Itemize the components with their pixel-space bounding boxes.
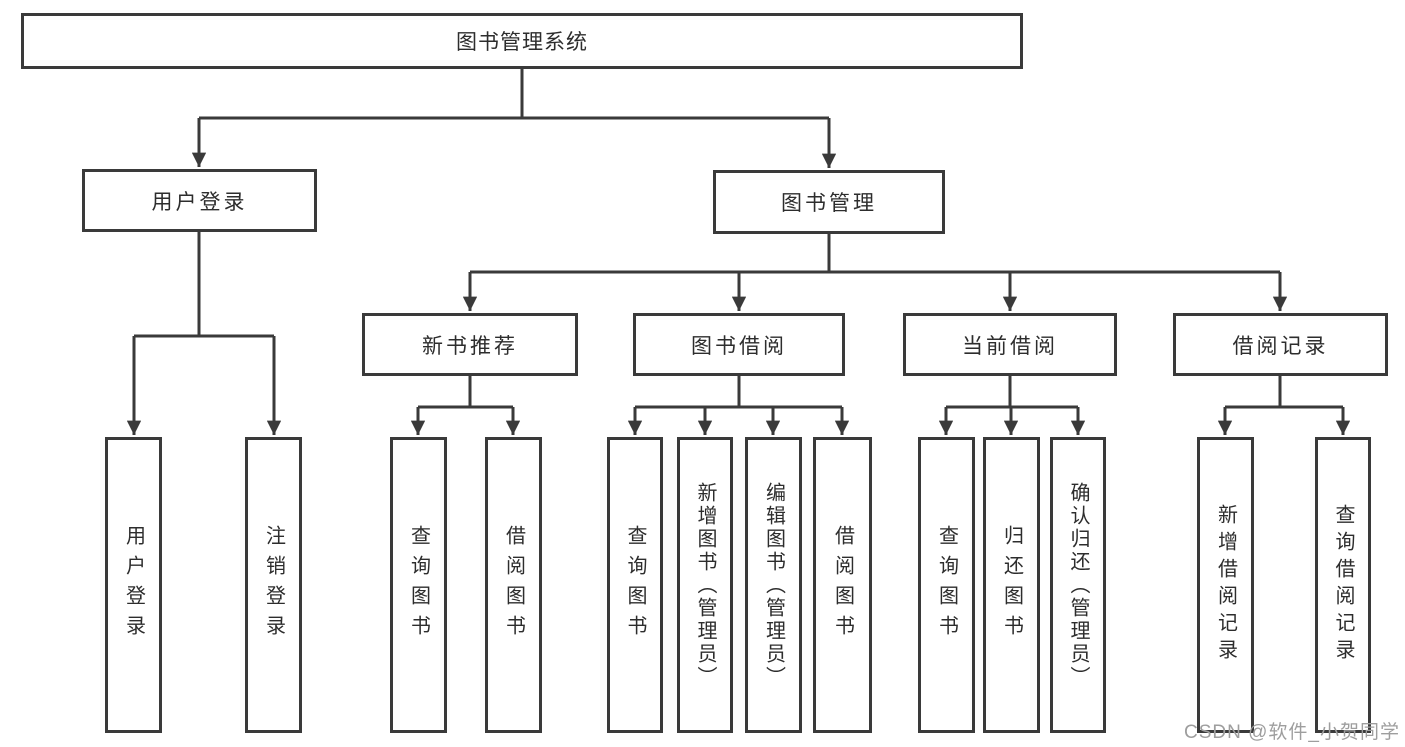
node-new-book-recommend-label: 新书推荐 <box>422 334 518 358</box>
node-borrow-records-label: 借阅记录 <box>1232 334 1329 358</box>
node-root: 图书管理系统 <box>21 13 1023 69</box>
leaf-borrow-books-label: 借阅图书 <box>831 525 854 645</box>
node-book-management: 图书管理 <box>713 170 945 234</box>
node-book-borrow-label: 图书借阅 <box>691 334 787 358</box>
node-current-borrow-label: 当前借阅 <box>962 334 1058 358</box>
leaf-return-books: 归还图书 <box>983 437 1040 733</box>
leaf-user-login-label: 用户登录 <box>122 525 145 645</box>
leaf-confirm-return-admin-label: 确认归还（管理员） <box>1067 481 1089 689</box>
leaf-borrow-books: 借阅图书 <box>813 437 872 733</box>
leaf-edit-books-admin: 编辑图书（管理员） <box>745 437 802 733</box>
leaf-add-books-admin-label: 新增图书（管理员） <box>694 481 716 689</box>
leaf-query-borrow-record-label: 查询借阅记录 <box>1332 504 1354 666</box>
leaf-add-borrow-record: 新增借阅记录 <box>1197 437 1254 733</box>
leaf-query-books-recommend-label: 查询图书 <box>407 525 430 645</box>
leaf-borrow-books-recommend-label: 借阅图书 <box>502 525 525 645</box>
leaf-query-borrow-record: 查询借阅记录 <box>1315 437 1371 733</box>
leaf-logout-label: 注销登录 <box>262 525 285 645</box>
leaf-query-books-borrow: 查询图书 <box>607 437 663 733</box>
leaf-add-books-admin: 新增图书（管理员） <box>677 437 733 733</box>
node-book-management-label: 图书管理 <box>781 192 877 215</box>
node-user-login-label: 用户登录 <box>151 190 248 214</box>
leaf-edit-books-admin-label: 编辑图书（管理员） <box>762 481 785 689</box>
node-current-borrow: 当前借阅 <box>903 313 1117 376</box>
csdn-watermark: CSDN @软件_小贺同学 <box>1184 722 1400 743</box>
node-user-login: 用户登录 <box>82 169 317 232</box>
leaf-return-books-label: 归还图书 <box>1000 525 1023 645</box>
leaf-query-books-recommend: 查询图书 <box>390 437 447 733</box>
leaf-confirm-return-admin: 确认归还（管理员） <box>1050 437 1106 733</box>
leaf-logout: 注销登录 <box>245 437 302 733</box>
leaf-query-books-borrow-label: 查询图书 <box>624 525 646 645</box>
node-borrow-records: 借阅记录 <box>1173 313 1388 376</box>
leaf-borrow-books-recommend: 借阅图书 <box>485 437 542 733</box>
leaf-user-login: 用户登录 <box>105 437 162 733</box>
node-book-borrow: 图书借阅 <box>633 313 845 376</box>
node-new-book-recommend: 新书推荐 <box>362 313 578 376</box>
node-root-label: 图书管理系统 <box>456 31 588 54</box>
leaf-query-books-current: 查询图书 <box>918 437 975 733</box>
leaf-query-books-current-label: 查询图书 <box>935 525 958 645</box>
leaf-add-borrow-record-label: 新增借阅记录 <box>1214 504 1237 666</box>
